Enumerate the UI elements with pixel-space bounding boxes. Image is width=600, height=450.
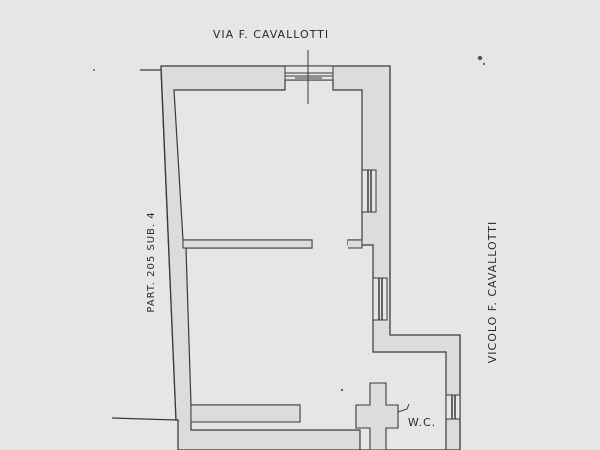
parcel-label: PART. 205 SUB. 4	[146, 211, 157, 312]
wc-fixture	[355, 382, 399, 450]
wc-label: W.C.	[408, 416, 436, 429]
partition-wall	[182, 239, 313, 249]
scan-speck	[93, 69, 95, 71]
right-window-upper	[361, 169, 377, 213]
lower-wall-segment	[190, 404, 301, 423]
partition-return	[348, 239, 363, 249]
scan-speck	[482, 62, 486, 66]
top-window	[284, 50, 334, 104]
scan-speck	[340, 388, 344, 392]
scan-speck	[477, 55, 483, 61]
wc-pointer	[397, 403, 410, 413]
street-label-top: VIA F. CAVALLOTTI	[213, 28, 329, 41]
interior-room-outline	[173, 79, 447, 450]
street-label-right: VICOLO F. CAVALLOTTI	[486, 221, 499, 363]
right-window-middle	[372, 277, 388, 321]
right-window-lower	[445, 394, 461, 420]
